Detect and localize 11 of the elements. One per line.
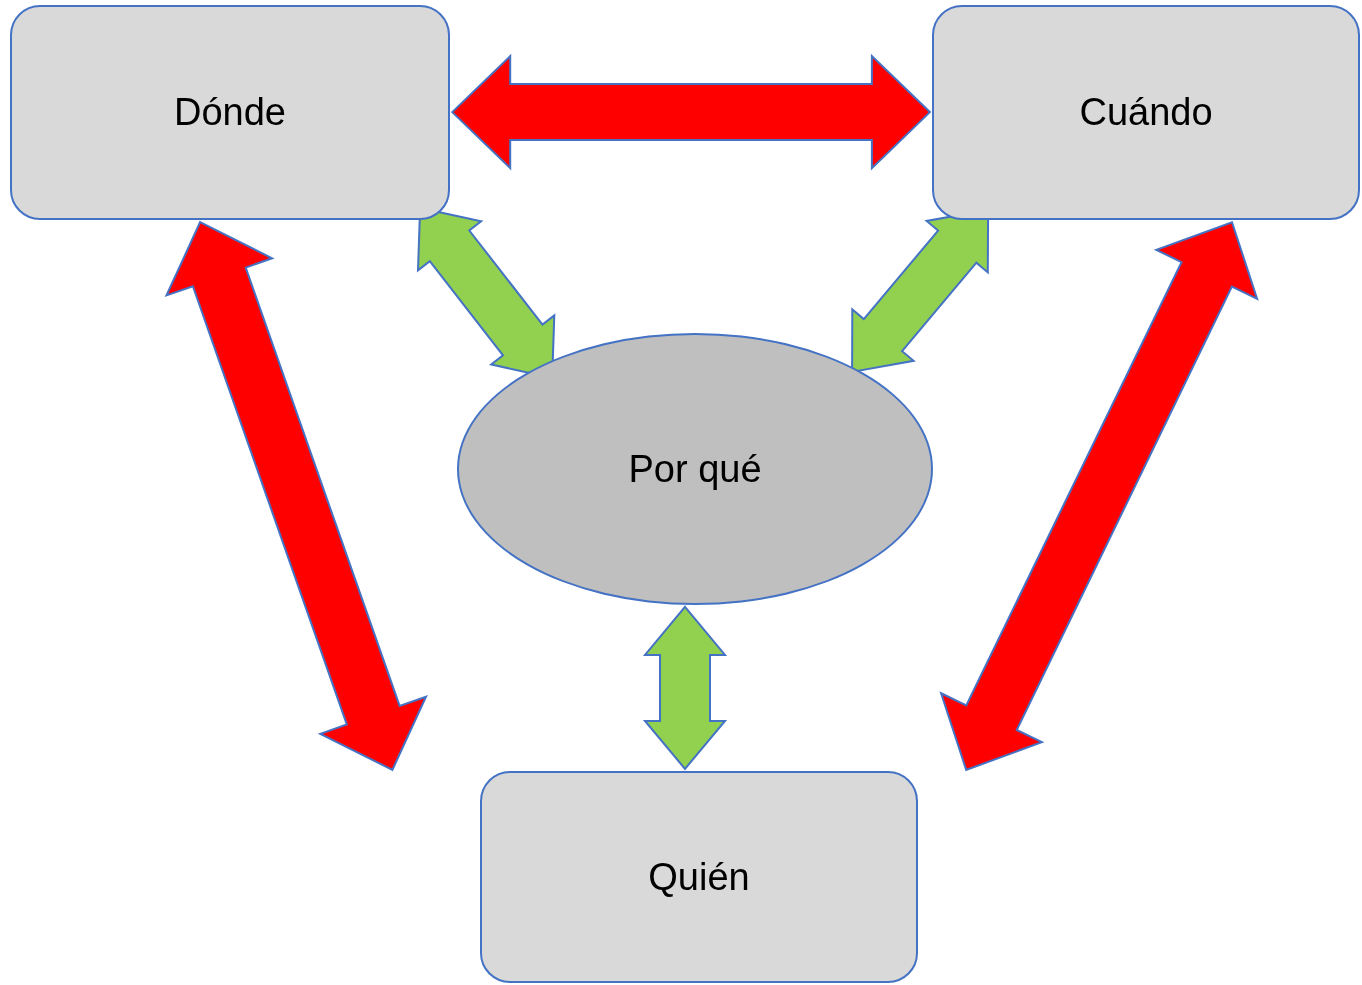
double-arrow	[164, 220, 428, 772]
double-arrow	[939, 220, 1259, 772]
node-label: Dónde	[174, 91, 286, 134]
node-label: Quién	[648, 855, 750, 899]
double-arrow	[642, 605, 728, 771]
rounded-box	[932, 5, 1360, 220]
node-label: Cuándo	[1079, 91, 1213, 134]
rounded-box	[10, 5, 450, 220]
rounded-box	[480, 771, 918, 983]
node-label: Por qué	[628, 447, 762, 491]
double-arrow	[450, 53, 932, 171]
